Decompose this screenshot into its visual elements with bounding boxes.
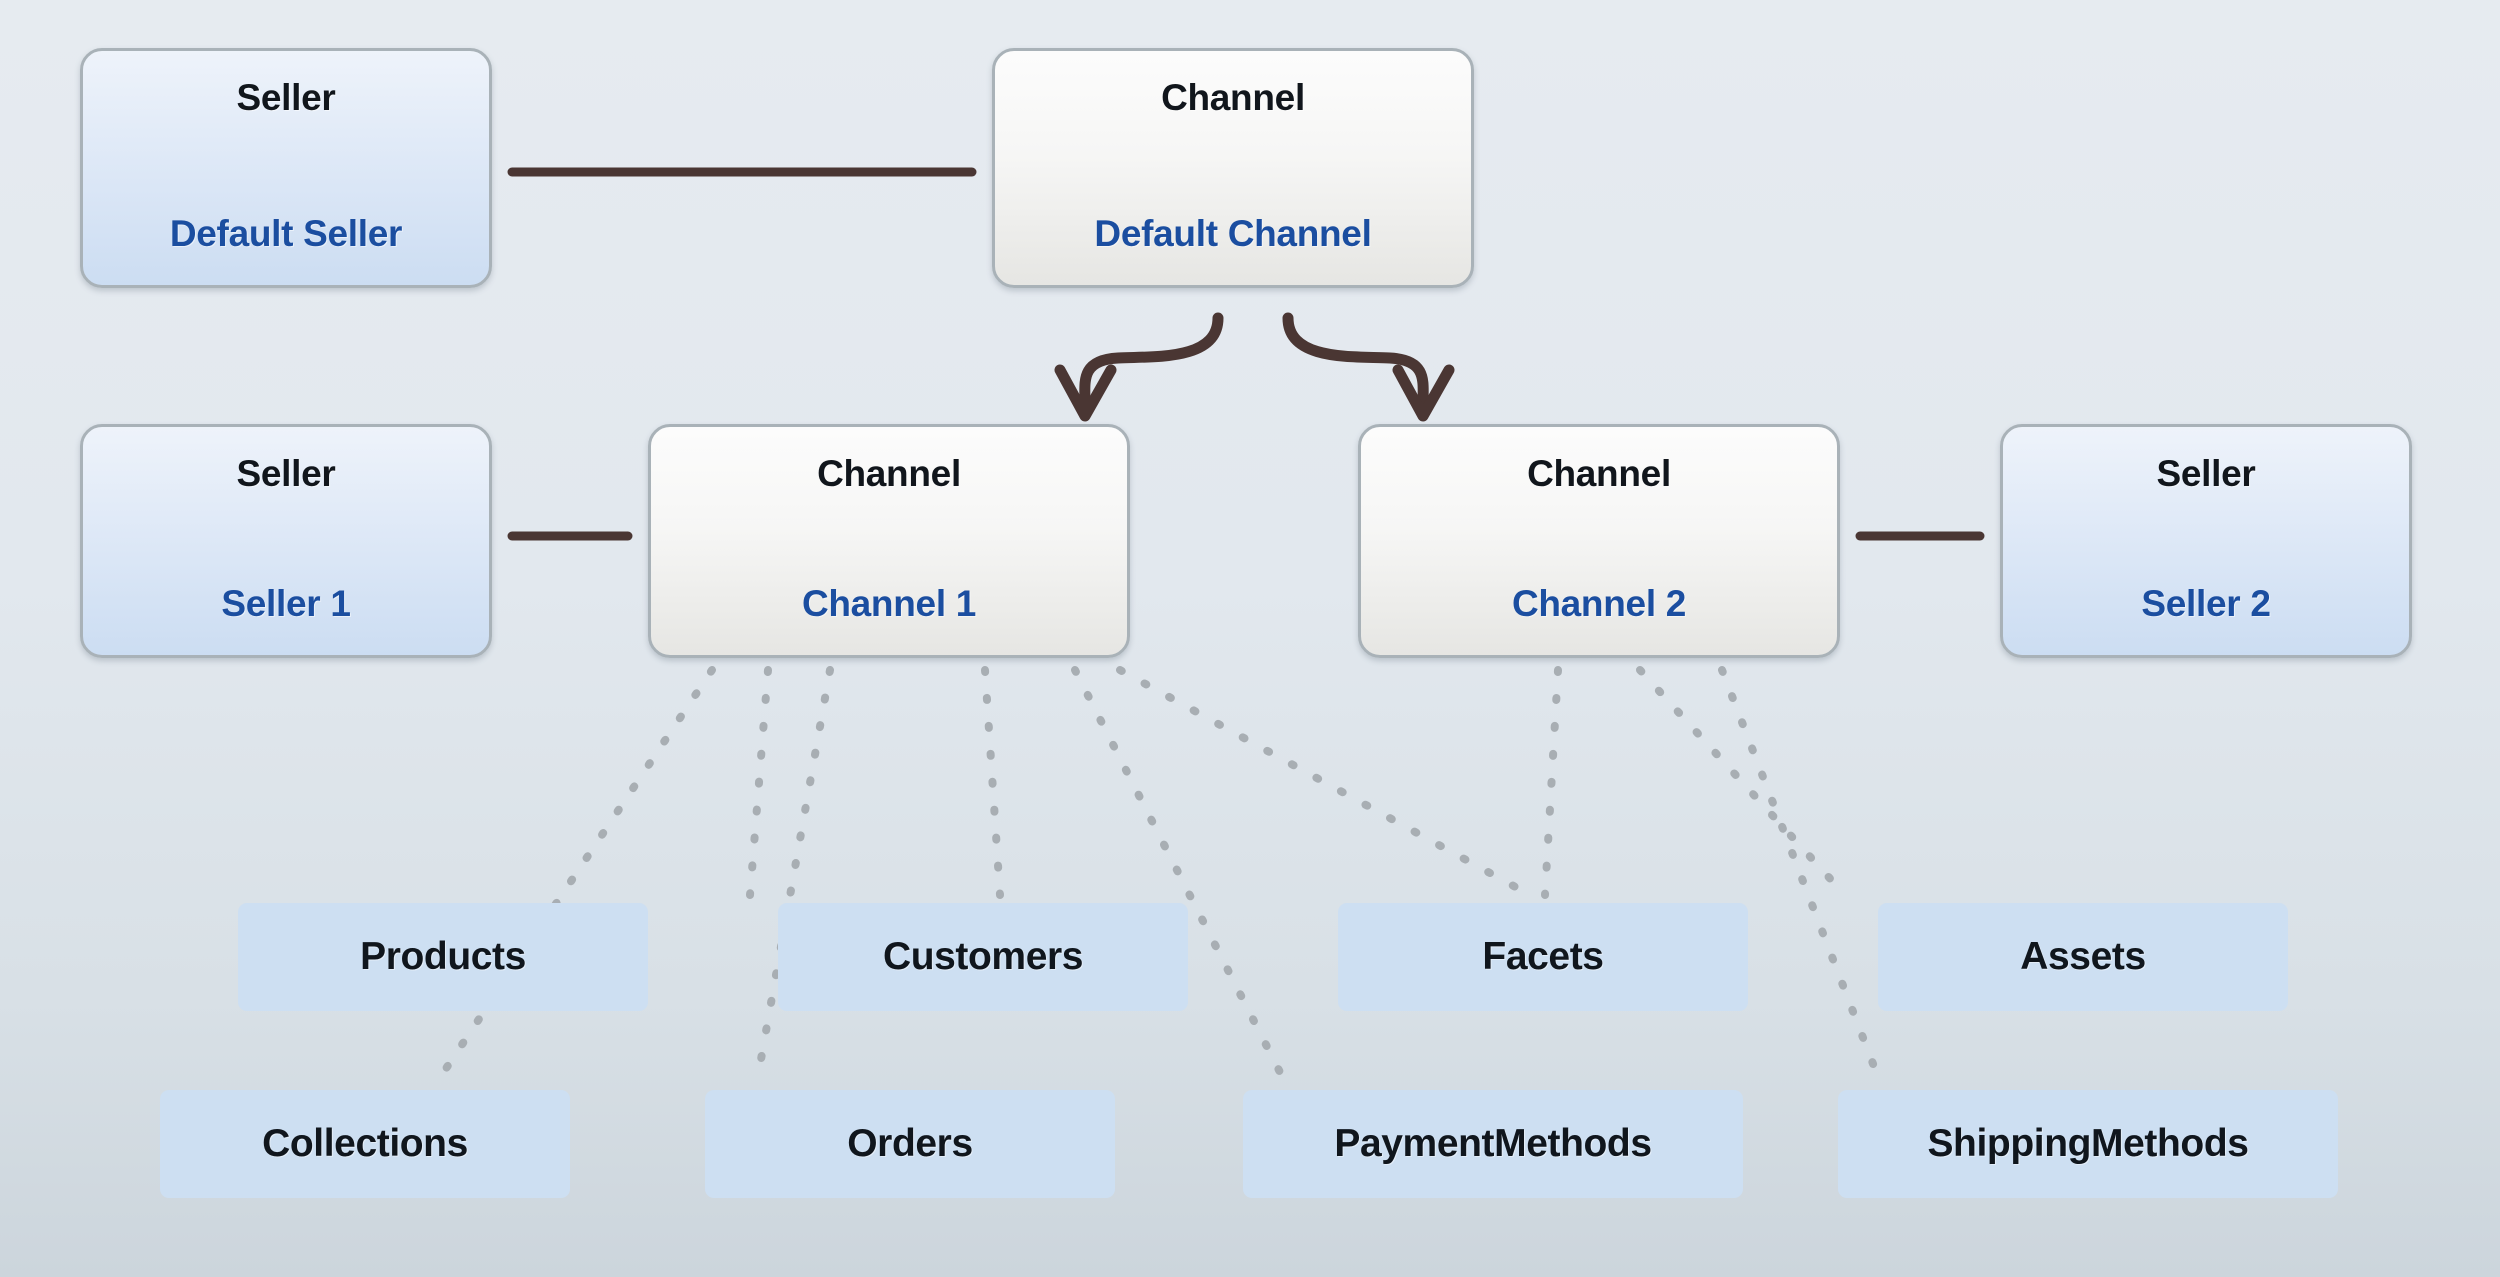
chip-collections[interactable]: Collections (160, 1090, 570, 1198)
dot-channel1-collections (433, 666, 716, 1086)
node-type-label: Seller (2156, 453, 2256, 494)
node-default-channel[interactable]: Channel Default Channel (992, 48, 1474, 288)
arrowhead-channel-2 (1392, 364, 1455, 422)
chip-products[interactable]: Products (238, 903, 648, 1011)
chip-facets[interactable]: Facets (1338, 903, 1748, 1011)
chip-orders[interactable]: Orders (705, 1090, 1115, 1198)
node-type-label: Channel (1527, 453, 1671, 494)
chip-customers[interactable]: Customers (778, 903, 1188, 1011)
node-seller-1[interactable]: Seller Seller 1 (80, 424, 492, 658)
node-name-label: Channel 2 (1511, 583, 1687, 624)
dot-channel1-customers (981, 666, 1004, 899)
dot-channel1-paymentmethods (1071, 666, 1289, 1086)
node-type-label: Channel (1161, 77, 1305, 118)
chip-assets[interactable]: Assets (1878, 903, 2288, 1011)
node-seller-2[interactable]: Seller Seller 2 (2000, 424, 2412, 658)
node-name-label: Default Channel (1094, 213, 1372, 254)
arrow-default-channel-to-channel-2 (1282, 312, 1429, 410)
dot-channel1-products (746, 666, 772, 899)
dot-channel2-assets (1636, 666, 1849, 899)
node-default-seller[interactable]: Seller Default Seller (80, 48, 492, 288)
chip-paymentmethods[interactable]: PaymentMethods (1243, 1090, 1743, 1198)
node-name-label: Seller 1 (221, 583, 351, 624)
node-type-label: Seller (236, 77, 336, 118)
node-channel-1[interactable]: Channel Channel 1 (648, 424, 1130, 658)
node-name-label: Seller 2 (2141, 583, 2271, 624)
dot-channel1-orders (753, 666, 834, 1086)
arrow-default-channel-to-channel-1 (1079, 312, 1224, 410)
dot-channel1-facets (1116, 666, 1534, 899)
dot-channel2-facets (1541, 666, 1562, 899)
arrowhead-channel-1 (1054, 364, 1117, 422)
node-name-label: Default Seller (169, 213, 403, 254)
node-type-label: Seller (236, 453, 336, 494)
dot-channel2-shippingmethods (1718, 666, 1884, 1086)
node-type-label: Channel (817, 453, 961, 494)
node-channel-2[interactable]: Channel Channel 2 (1358, 424, 1840, 658)
chip-shippingmethods[interactable]: ShippingMethods (1838, 1090, 2338, 1198)
node-name-label: Channel 1 (801, 583, 977, 624)
